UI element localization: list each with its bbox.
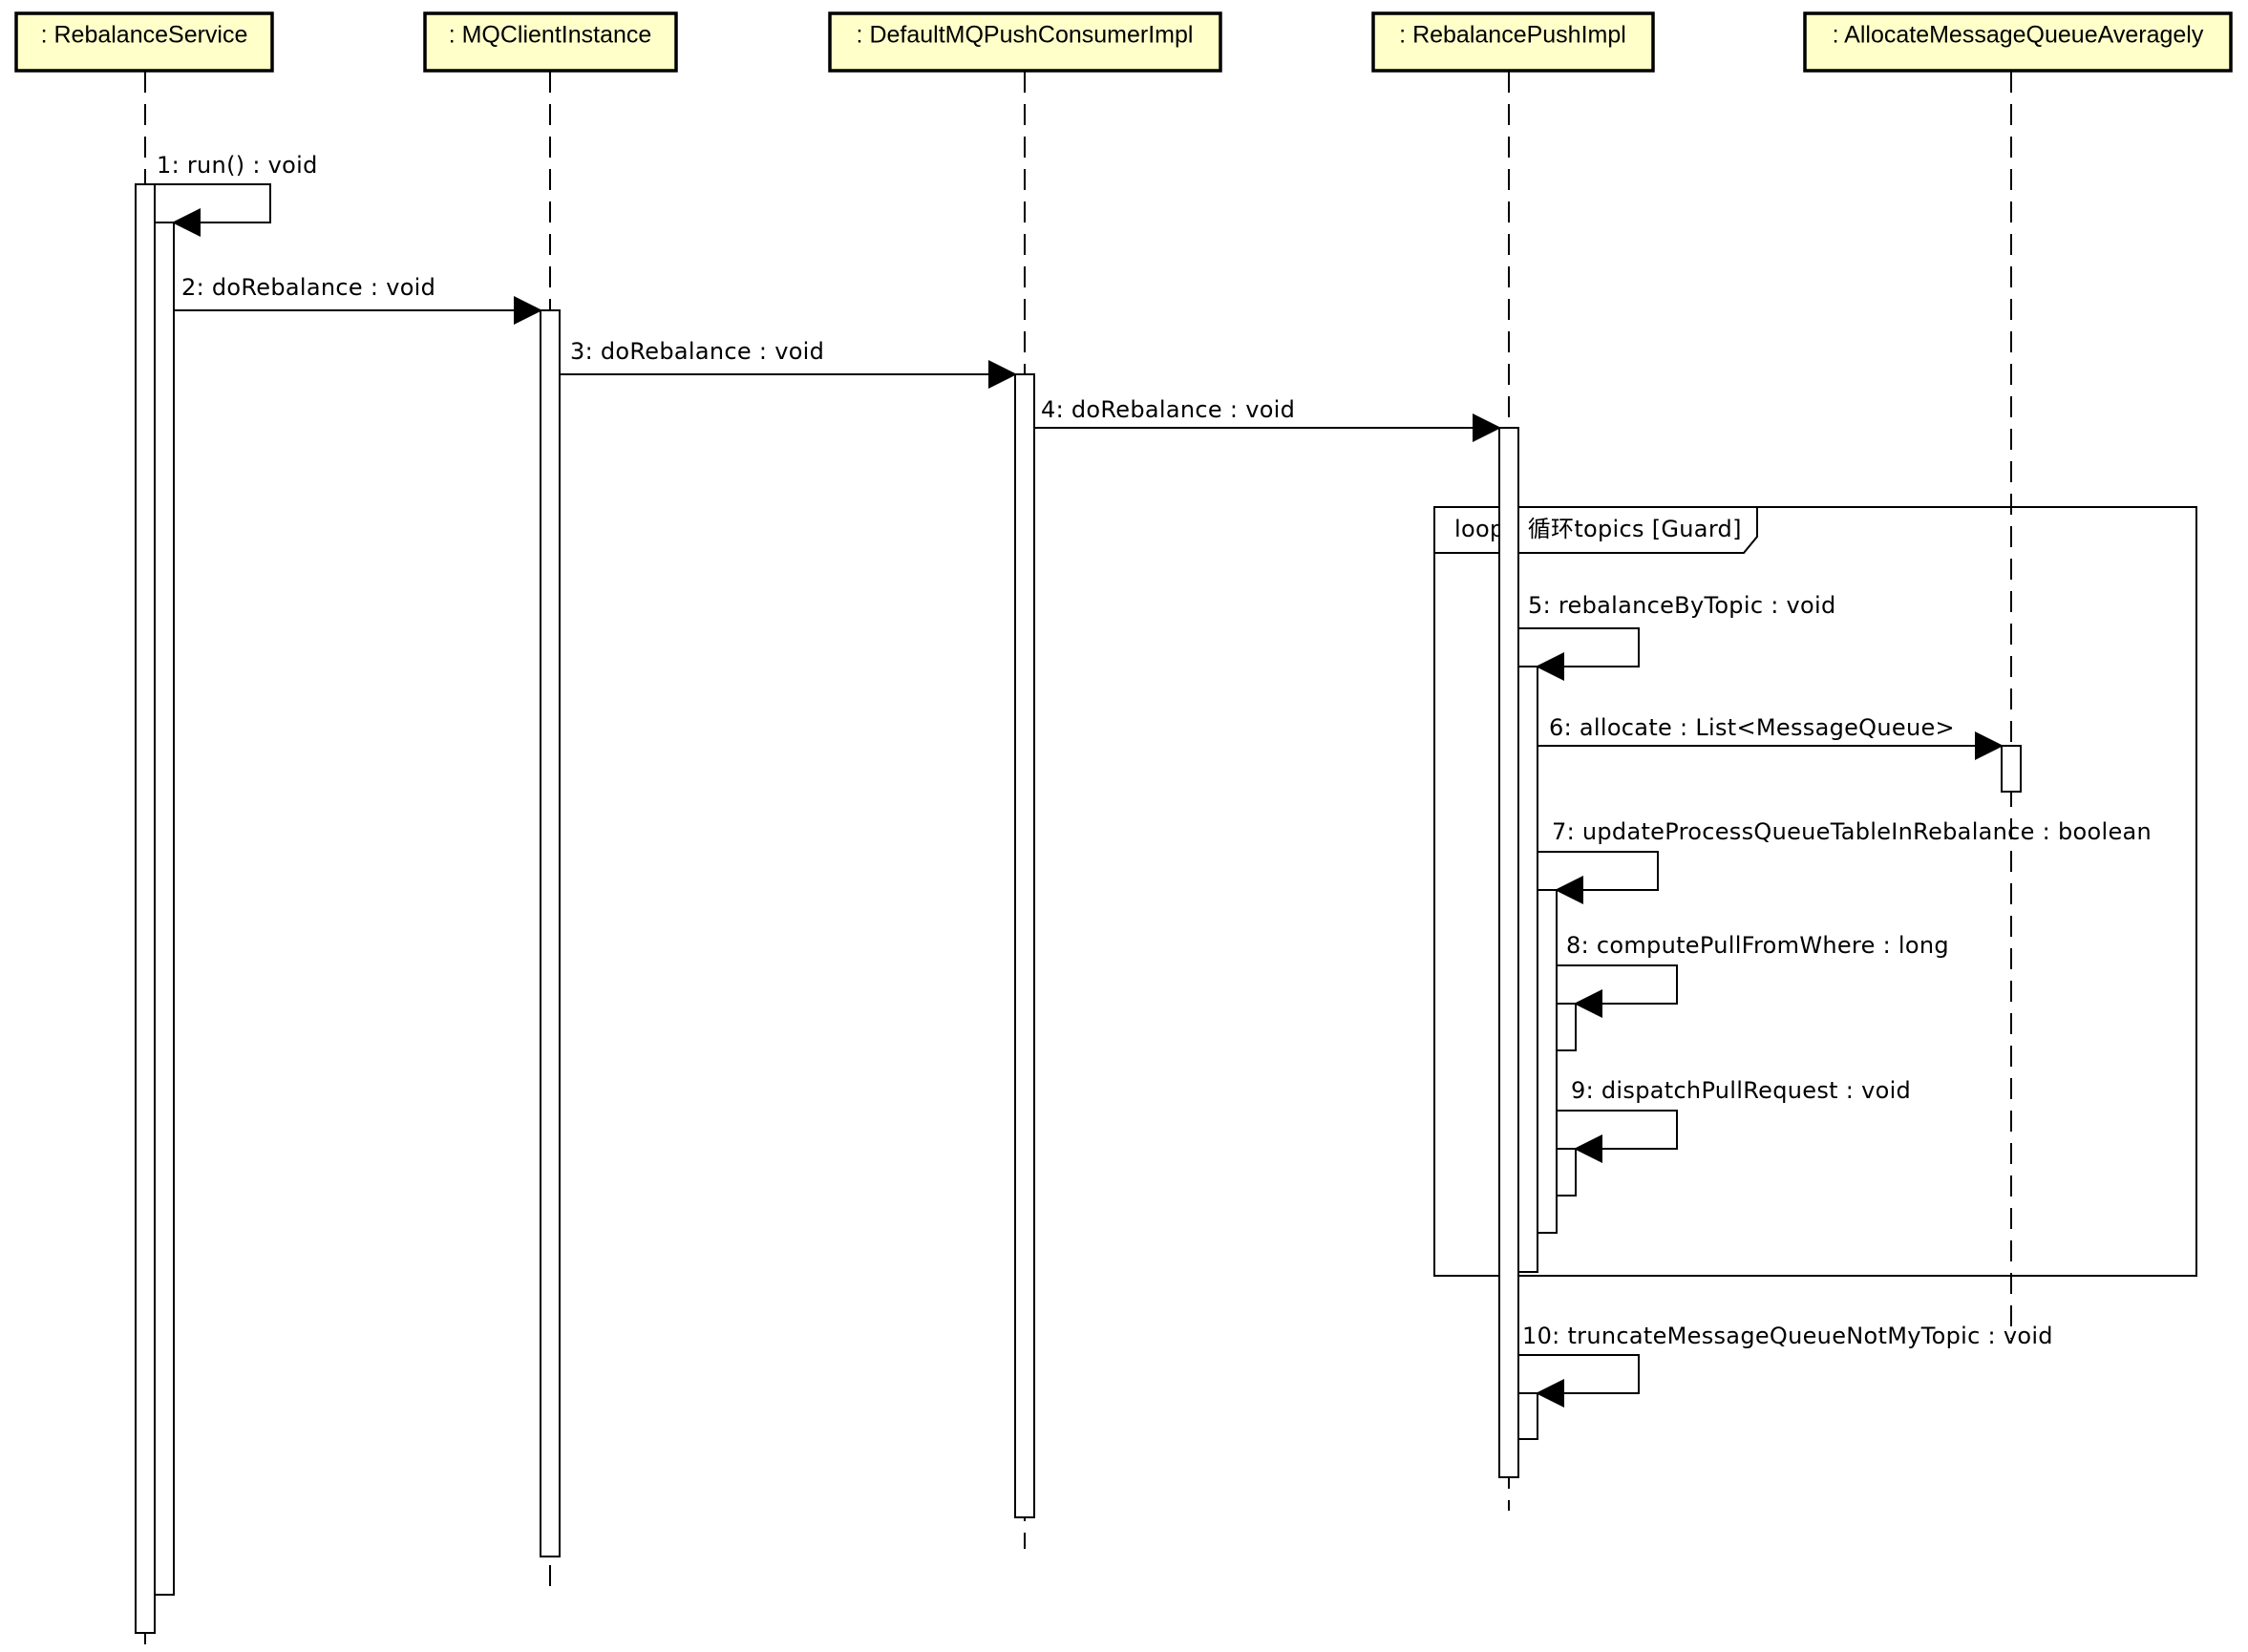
message-7-arrow xyxy=(1538,851,1659,904)
activation-bars xyxy=(135,183,2022,1634)
loop-frame-label: loop : 循环topics [Guard] xyxy=(1454,516,1742,542)
activation-truncate-message-queue xyxy=(1517,1392,1538,1440)
message-4-label: 4: doRebalance : void xyxy=(1041,396,1295,423)
participant-mq-client-instance: : MQClientInstance xyxy=(423,11,678,73)
activation-allocate xyxy=(2001,745,2022,793)
activation-rebalance-push-impl xyxy=(1498,427,1519,1478)
message-10-label: 10: truncateMessageQueueNotMyTopic : voi… xyxy=(1522,1323,2053,1349)
message-9-arrow xyxy=(1557,1110,1678,1163)
message-3-label: 3: doRebalance : void xyxy=(570,338,824,365)
activation-update-process-queue-table xyxy=(1537,889,1558,1234)
activation-compute-pull-from-where xyxy=(1556,1003,1577,1051)
participant-rebalance-service-label: : RebalanceService xyxy=(41,22,248,49)
message-1-label: 1: run() : void xyxy=(157,152,318,179)
message-5-arrow xyxy=(1518,627,1640,681)
participants: : RebalanceService : MQClientInstance : … xyxy=(14,11,2233,73)
participant-default-mq-push-consumer-impl: : DefaultMQPushConsumerImpl xyxy=(828,11,1222,73)
message-6-label: 6: allocate : List<MessageQueue> xyxy=(1549,714,1955,741)
message-7-label: 7: updateProcessQueueTableInRebalance : … xyxy=(1552,818,2152,845)
message-arrows xyxy=(155,183,2004,1408)
message-5-label: 5: rebalanceByTopic : void xyxy=(1528,592,1836,619)
participant-mq-client-instance-label: : MQClientInstance xyxy=(449,22,652,49)
message-8-arrow xyxy=(1557,964,1678,1018)
message-8-label: 8: computePullFromWhere : long xyxy=(1566,932,1949,959)
participant-rebalance-push-impl-label: : RebalancePushImpl xyxy=(1399,22,1626,49)
message-labels: 1: run() : void 2: doRebalance : void 3:… xyxy=(157,152,2152,1349)
participant-allocate-message-queue-averagely: : AllocateMessageQueueAveragely xyxy=(1803,11,2233,73)
activation-default-mq-push-consumer-impl xyxy=(1014,373,1035,1518)
activation-dispatch-pull-request xyxy=(1556,1148,1577,1197)
participant-rebalance-service: : RebalanceService xyxy=(14,11,274,73)
lifeline-lines xyxy=(144,72,2012,1644)
loop-frame-border xyxy=(1433,506,2197,1277)
message-9-label: 9: dispatchPullRequest : void xyxy=(1571,1077,1911,1104)
message-2-label: 2: doRebalance : void xyxy=(181,274,435,301)
message-1-arrow xyxy=(155,183,271,237)
activation-mq-client-instance xyxy=(540,309,561,1557)
participant-rebalance-push-impl: : RebalancePushImpl xyxy=(1371,11,1655,73)
participant-allocate-message-queue-averagely-label: : AllocateMessageQueueAveragely xyxy=(1833,22,2204,49)
activation-rebalance-by-topic xyxy=(1517,666,1538,1273)
participant-default-mq-push-consumer-impl-label: : DefaultMQPushConsumerImpl xyxy=(857,22,1194,49)
message-10-arrow xyxy=(1518,1354,1640,1408)
activation-rebalance-service-nested xyxy=(154,222,175,1596)
activation-rebalance-service-run xyxy=(135,183,156,1634)
